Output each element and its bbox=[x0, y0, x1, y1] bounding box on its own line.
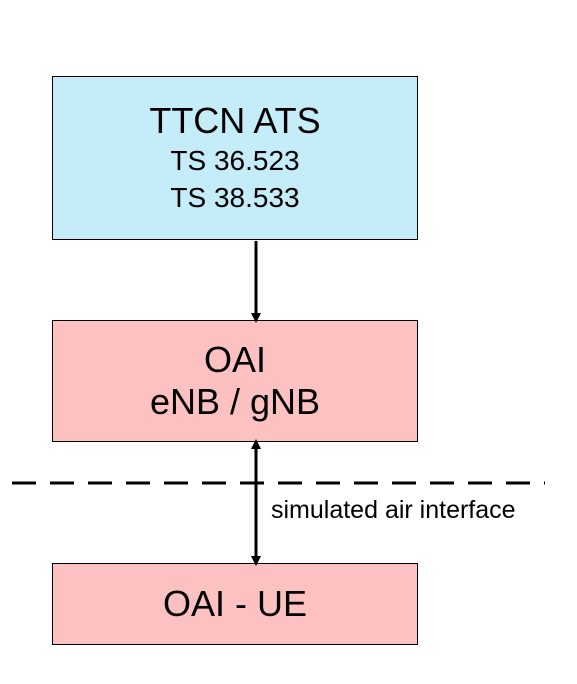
ttcn-ats-box: TTCN ATS TS 36.523 TS 38.533 bbox=[52, 76, 418, 240]
enb-gnb-label: eNB / gNB bbox=[149, 381, 321, 422]
oai-label: OAI bbox=[203, 339, 266, 380]
oai-ue-box: OAI - UE bbox=[52, 563, 418, 645]
ts-38-533-label: TS 38.533 bbox=[170, 182, 300, 213]
oai-enb-gnb-box: OAI eNB / gNB bbox=[52, 320, 418, 442]
oai-ue-label: OAI - UE bbox=[162, 583, 308, 624]
ttcn-ats-title: TTCN ATS bbox=[149, 100, 321, 141]
simulated-air-interface-label: simulated air interface bbox=[271, 496, 516, 524]
ts-36-523-label: TS 36.523 bbox=[170, 145, 300, 176]
